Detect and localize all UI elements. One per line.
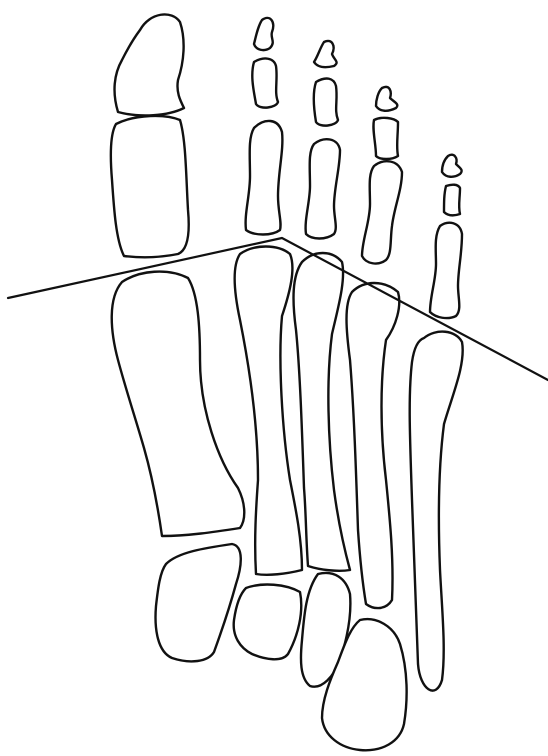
- third-metatarsal-bone: [294, 253, 350, 571]
- second-distal-phalanx-bone: [254, 18, 273, 50]
- fourth-metatarsal-bone: [347, 283, 400, 608]
- fifth-middle-phalanx-bone: [444, 185, 460, 216]
- fourth-middle-phalanx-bone: [373, 118, 398, 159]
- first-metatarsal-bone: [112, 272, 245, 536]
- fourth-distal-phalanx-bone: [376, 87, 397, 111]
- second-middle-phalanx-bone: [252, 59, 278, 108]
- first-distal-phalanx-bone: [115, 14, 184, 115]
- first-proximal-phalanx-bone: [111, 116, 189, 257]
- second-proximal-phalanx-bone: [246, 121, 283, 235]
- fourth-proximal-phalanx-bone: [362, 161, 402, 263]
- intermediate-cuneiform-bone: [234, 585, 302, 660]
- fifth-distal-phalanx-bone: [442, 155, 462, 177]
- medial-cuneiform-bone: [156, 544, 241, 661]
- fifth-proximal-phalanx-bone: [430, 223, 462, 318]
- third-distal-phalanx-bone: [314, 41, 337, 67]
- third-middle-phalanx-bone: [314, 79, 338, 126]
- second-metatarsal-bone: [235, 247, 302, 575]
- third-proximal-phalanx-bone: [306, 139, 340, 238]
- fifth-metatarsal-bone: [410, 332, 463, 691]
